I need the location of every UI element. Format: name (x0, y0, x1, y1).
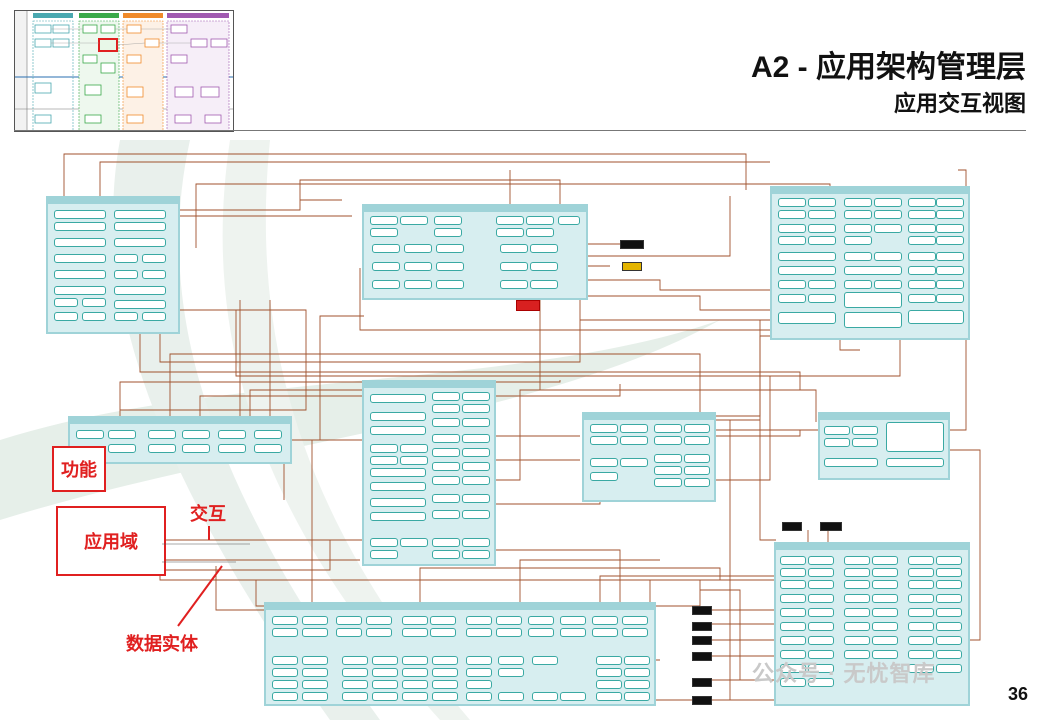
data-entity-stack-2 (692, 622, 712, 631)
application-domain-6 (582, 412, 716, 502)
connector-lines (63, 153, 981, 701)
application-domain-4 (68, 416, 292, 464)
data-entity-yellow (622, 262, 642, 271)
application-domain-8 (774, 542, 970, 706)
application-domain-3 (770, 186, 970, 340)
watermark: 公众号 · 无忧智库 (752, 661, 936, 686)
application-domain-5 (362, 380, 496, 566)
application-domain-2 (362, 204, 588, 300)
overview-thumbnail (14, 10, 234, 132)
data-entity-stack-4 (692, 652, 712, 661)
page-subtitle: 应用交互视图 (893, 91, 1026, 116)
data-entity-stack-5 (692, 678, 712, 687)
header-divider (14, 130, 1026, 131)
data-entity-callout-label: 数据实体 (126, 634, 198, 654)
data-entity-dark-3 (820, 522, 842, 531)
application-interaction-diagram (0, 140, 1040, 720)
data-entity-stack-1 (692, 606, 712, 615)
application-domain-9 (264, 602, 656, 706)
overview-map-graphic (15, 11, 233, 131)
data-entity-dark (620, 240, 644, 249)
page-title: A2 - 应用架构管理层 (750, 51, 1026, 84)
page-title-block: A2 - 应用架构管理层 应用交互视图 (751, 48, 1026, 120)
page-number: 36 (1007, 684, 1028, 704)
function-callout: 功能 (52, 446, 106, 492)
function-callout-label: 功能 (61, 460, 97, 480)
application-domain-7 (818, 412, 950, 480)
application-domain-callout: 应用域 (56, 506, 166, 576)
application-domain-callout-label: 应用域 (84, 532, 138, 552)
interaction-callout-label: 交互 (190, 504, 226, 524)
red-data-entity (516, 300, 540, 311)
data-entity-stack-3 (692, 636, 712, 645)
data-entity-stack-6 (692, 696, 712, 705)
data-entity-dark-2 (782, 522, 802, 531)
application-domain-1 (46, 196, 180, 334)
